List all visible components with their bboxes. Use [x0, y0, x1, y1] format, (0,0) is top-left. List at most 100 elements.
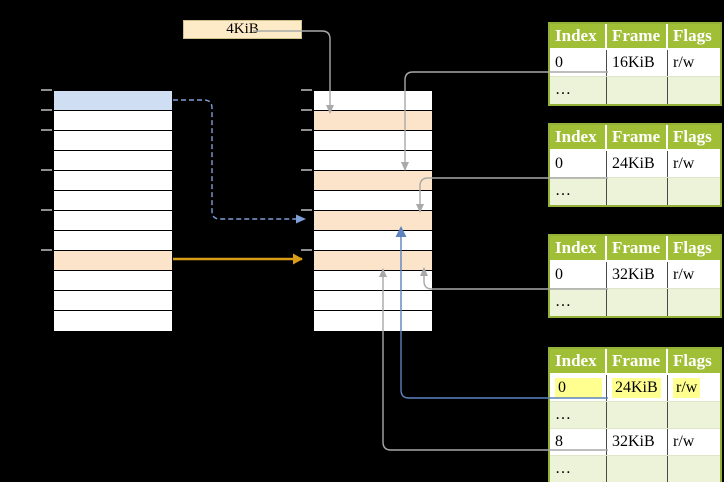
page-table-4: Index Frame Flags 0 24KiB r/w … 8 32KiB … — [548, 347, 722, 482]
cell-index: … — [550, 178, 607, 205]
cell-index: … — [550, 77, 607, 104]
memory-row — [54, 291, 172, 311]
cell-index: … — [550, 402, 607, 428]
column-header-flags: Flags — [668, 236, 720, 260]
column-header-index: Index — [550, 236, 607, 260]
cell-frame — [607, 402, 668, 428]
cell-flags — [668, 402, 720, 428]
memory-row-orange — [314, 171, 432, 191]
memory-row-orange — [314, 111, 432, 131]
arrow-virtual-page-to-frame-dashed — [173, 99, 306, 224]
highlight-mark: r/w — [673, 378, 701, 398]
memory-row — [54, 231, 172, 251]
cell-flags: r/w — [668, 375, 720, 401]
column-header-index: Index — [550, 24, 607, 48]
memory-row-blue — [54, 91, 172, 111]
table-row: 0 32KiB r/w — [550, 262, 720, 289]
cell-index: 0 — [550, 50, 607, 76]
cell-flags — [668, 456, 720, 482]
memory-row — [54, 271, 172, 291]
cell-index: 8 — [550, 429, 607, 455]
address-tick — [41, 209, 52, 211]
memory-row — [314, 91, 432, 111]
cell-frame — [607, 456, 668, 482]
table-row: … — [550, 77, 720, 104]
physical-memory-table — [313, 90, 433, 332]
column-header-frame: Frame — [607, 349, 668, 373]
page-table-2: Index Frame Flags 0 24KiB r/w … — [548, 123, 722, 207]
address-tick — [41, 109, 52, 111]
memory-row — [54, 151, 172, 171]
table-header-row: Index Frame Flags — [550, 236, 720, 262]
cell-frame: 16KiB — [607, 50, 668, 76]
address-tick — [301, 129, 312, 131]
table-row: … — [550, 178, 720, 205]
cell-index: 0 — [550, 375, 607, 401]
memory-row-orange — [54, 251, 172, 271]
column-header-flags: Flags — [668, 24, 720, 48]
address-tick — [301, 249, 312, 251]
address-tick — [41, 89, 52, 91]
cell-frame: 24KiB — [607, 151, 668, 177]
memory-row — [314, 131, 432, 151]
cell-frame — [607, 178, 668, 205]
column-header-flags: Flags — [668, 125, 720, 149]
address-tick — [41, 249, 52, 251]
memory-row — [54, 171, 172, 191]
table-row: … — [550, 289, 720, 316]
page-table-3: Index Frame Flags 0 32KiB r/w … — [548, 234, 722, 318]
cell-frame: 24KiB — [607, 375, 668, 401]
column-header-frame: Frame — [607, 236, 668, 260]
cell-flags: r/w — [673, 266, 695, 283]
table-row-highlighted: 0 24KiB r/w — [550, 375, 720, 402]
cell-index: 0 — [550, 262, 607, 288]
highlight-mark: 24KiB — [612, 378, 661, 398]
address-tick — [41, 129, 52, 131]
table-header-row: Index Frame Flags — [550, 125, 720, 151]
page-table-1: Index Frame Flags 0 16KiB r/w … — [548, 22, 722, 106]
table-row: … — [550, 402, 720, 429]
virtual-memory-table — [53, 90, 173, 332]
memory-row-orange — [314, 251, 432, 271]
cell-flags — [668, 77, 720, 104]
memory-row — [314, 151, 432, 171]
cell-frame — [607, 289, 668, 316]
frame-size-label: 4KiB — [183, 20, 302, 39]
column-header-index: Index — [550, 349, 607, 373]
memory-row — [314, 191, 432, 211]
address-tick — [301, 89, 312, 91]
cell-frame: 32KiB — [607, 262, 668, 288]
cell-flags: r/w — [673, 54, 695, 71]
cell-index: … — [550, 456, 607, 482]
memory-row — [54, 211, 172, 231]
address-tick — [301, 109, 312, 111]
address-tick — [41, 169, 52, 171]
memory-row — [54, 191, 172, 211]
cell-flags — [668, 178, 720, 205]
cell-flags — [668, 289, 720, 316]
table-header-row: Index Frame Flags — [550, 24, 720, 50]
column-header-index: Index — [550, 125, 607, 149]
table-row: … — [550, 456, 720, 482]
cell-frame — [607, 77, 668, 104]
memory-row — [314, 231, 432, 251]
column-header-frame: Frame — [607, 125, 668, 149]
column-header-flags: Flags — [668, 349, 720, 373]
cell-index: … — [550, 289, 607, 316]
memory-row — [54, 111, 172, 131]
table-row: 0 24KiB r/w — [550, 151, 720, 178]
table-row: 0 16KiB r/w — [550, 50, 720, 77]
cell-frame: 32KiB — [607, 429, 668, 455]
memory-row — [314, 271, 432, 291]
address-tick — [301, 209, 312, 211]
highlight-mark: 0 — [555, 378, 602, 398]
column-header-frame: Frame — [607, 24, 668, 48]
memory-row — [54, 131, 172, 151]
memory-row — [314, 291, 432, 311]
table-row: 8 32KiB r/w — [550, 429, 720, 456]
memory-row — [314, 311, 432, 331]
table-header-row: Index Frame Flags — [550, 349, 720, 375]
memory-row-orange — [314, 211, 432, 231]
address-tick — [301, 169, 312, 171]
